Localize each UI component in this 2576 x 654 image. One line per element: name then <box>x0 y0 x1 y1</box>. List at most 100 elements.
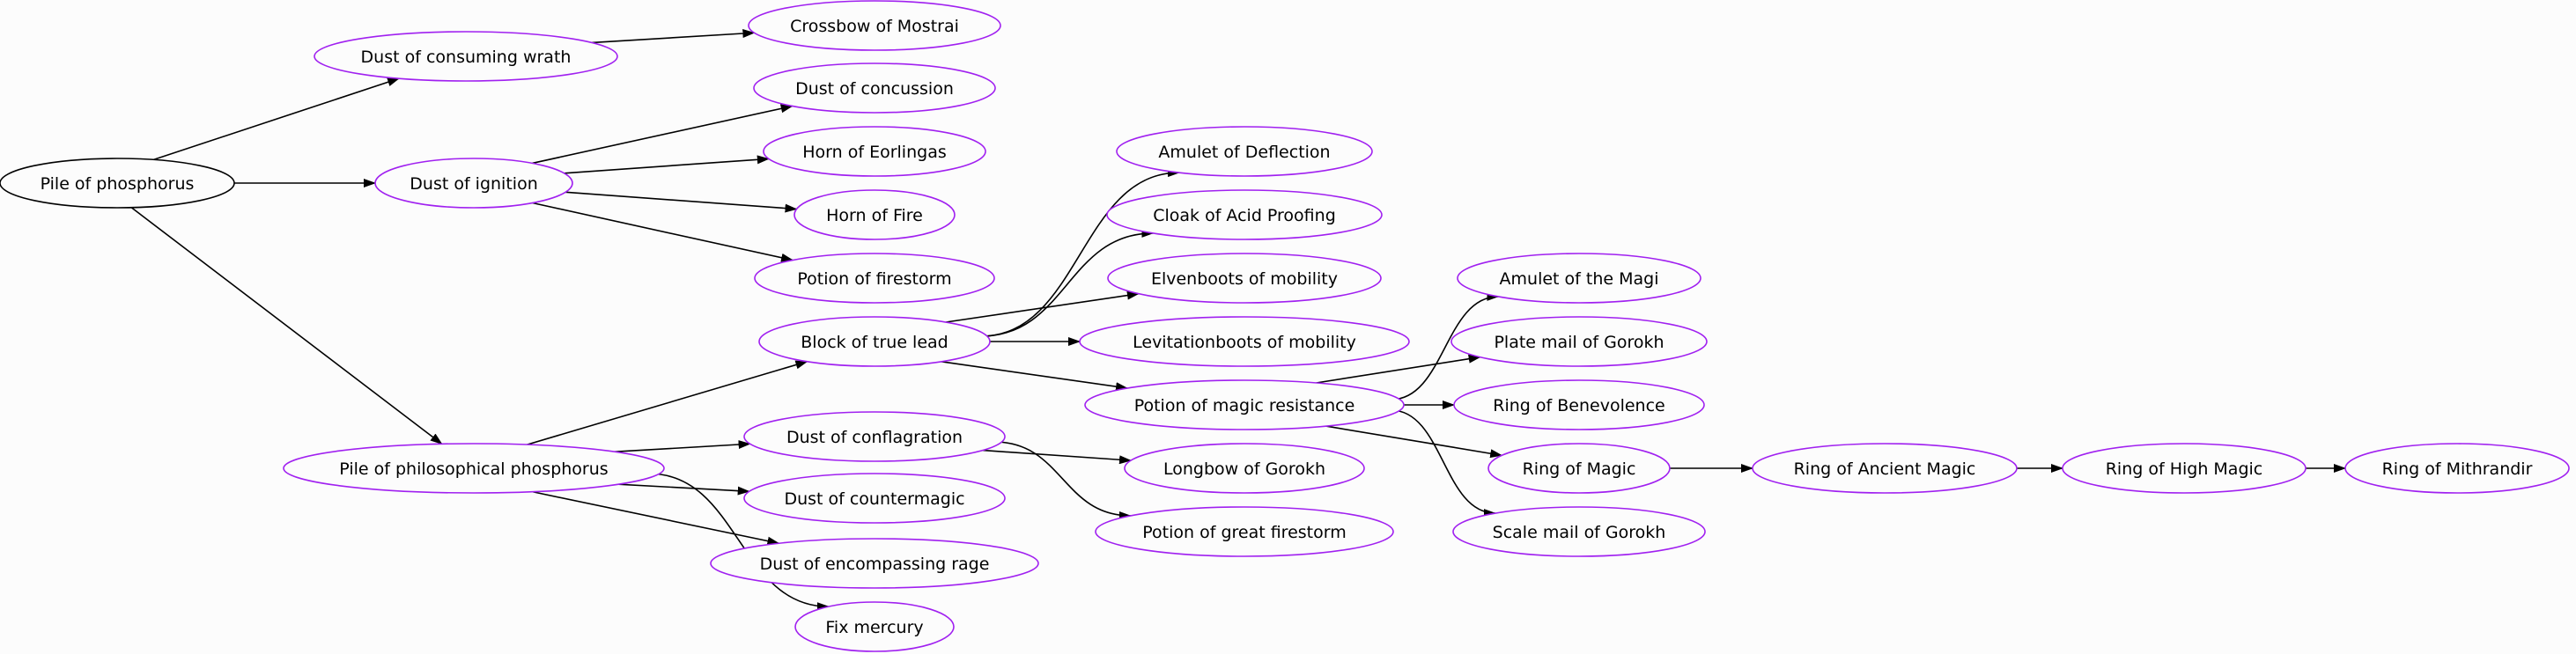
node-dust_encompassing: Dust of encompassing rage <box>710 538 1039 589</box>
edge-pile_philosophical-to-dust_countermagic <box>618 483 750 496</box>
edge-pile_phosphorus-to-dust_wrath <box>153 77 401 161</box>
node-fix_mercury: Fix mercury <box>794 601 955 652</box>
node-ellipse <box>1450 316 1708 367</box>
node-horn_fire: Horn of Fire <box>793 189 956 240</box>
edge-block_true_lead-to-cloak_acid <box>980 228 1155 337</box>
node-label: Ring of Magic <box>1523 459 1636 479</box>
node-label: Pile of philosophical phosphorus <box>339 459 608 479</box>
node-label: Potion of magic resistance <box>1134 396 1355 415</box>
node-ellipse <box>743 411 1006 462</box>
node-ellipse <box>1457 253 1701 304</box>
node-ellipse <box>763 126 986 177</box>
node-ellipse <box>1124 443 1365 494</box>
node-label: Cloak of Acid Proofing <box>1153 206 1336 225</box>
edge-potion_magic_resistance-to-amulet_magi <box>1391 291 1500 400</box>
node-ellipse <box>1487 443 1671 494</box>
edge-potion_magic_resistance-to-scale_gorokh <box>1391 409 1496 518</box>
edge-pile_philosophical-to-dust_conflagration <box>615 440 751 453</box>
node-dust_conflagration: Dust of conflagration <box>743 411 1006 462</box>
node-amulet_deflection: Amulet of Deflection <box>1116 126 1373 177</box>
node-ellipse <box>283 443 665 494</box>
node-crossbow_mostrai: Crossbow of Mostrai <box>748 0 1001 51</box>
node-ellipse <box>1116 126 1373 177</box>
node-label: Ring of Ancient Magic <box>1794 459 1976 479</box>
node-label: Amulet of Deflection <box>1158 143 1330 162</box>
node-longbow_gorokh: Longbow of Gorokh <box>1124 443 1365 494</box>
edge-block_true_lead-to-elvenboots <box>945 290 1140 323</box>
node-ellipse <box>1079 316 1410 367</box>
edge-pile_philosophical-to-dust_encompassing <box>532 490 780 546</box>
edge-pile_phosphorus-to-pile_philosophical <box>130 207 443 445</box>
edge-dust_ignition-to-dust_concussion <box>532 104 793 165</box>
node-dust_concussion: Dust of concussion <box>753 62 996 114</box>
node-potion_firestorm: Potion of firestorm <box>754 253 995 304</box>
node-label: Ring of Mithrandir <box>2382 459 2533 479</box>
node-ellipse <box>1084 379 1405 430</box>
node-ellipse <box>754 253 995 304</box>
node-label: Fix mercury <box>825 618 923 637</box>
node-label: Potion of firestorm <box>797 269 951 289</box>
node-ellipse <box>743 473 1006 524</box>
node-label: Block of true lead <box>801 333 948 352</box>
node-dust_countermagic: Dust of countermagic <box>743 473 1006 524</box>
node-label: Dust of conflagration <box>786 428 963 447</box>
node-ellipse <box>2062 443 2307 494</box>
node-ellipse <box>314 31 618 82</box>
node-ellipse <box>374 158 573 209</box>
node-label: Dust of consuming wrath <box>361 48 572 67</box>
node-ellipse <box>1107 253 1382 304</box>
node-scale_gorokh: Scale mail of Gorokh <box>1452 506 1706 557</box>
edge-dust_conflagration-to-longbow_gorokh <box>982 449 1132 465</box>
node-ellipse <box>1453 379 1705 430</box>
edge-dust_ignition-to-horn_fire <box>565 191 798 213</box>
node-cloak_acid: Cloak of Acid Proofing <box>1106 189 1383 240</box>
node-ellipse <box>0 158 235 209</box>
edge-pile_philosophical-to-fix_mercury <box>648 473 830 612</box>
node-label: Dust of encompassing rage <box>760 555 990 574</box>
node-ellipse <box>1752 443 2018 494</box>
node-label: Plate mail of Gorokh <box>1494 333 1664 352</box>
node-ellipse <box>758 316 991 367</box>
node-label: Horn of Eorlingas <box>802 143 946 162</box>
node-label: Pile of phosphorus <box>41 174 195 194</box>
node-label: Dust of countermagic <box>784 489 964 509</box>
edge-dust_ignition-to-potion_firestorm <box>532 202 794 262</box>
node-label: Horn of Fire <box>826 206 923 225</box>
node-label: Ring of Benevolence <box>1493 396 1664 415</box>
edge-dust_wrath-to-crossbow_mostrai <box>591 29 756 44</box>
edge-pile_philosophical-to-block_true_lead <box>527 360 808 445</box>
node-amulet_magi: Amulet of the Magi <box>1457 253 1701 304</box>
edge-potion_magic_resistance-to-ring_magic <box>1325 425 1503 459</box>
edge-block_true_lead-to-amulet_deflection <box>980 168 1181 337</box>
node-label: Scale mail of Gorokh <box>1493 523 1666 542</box>
node-label: Dust of concussion <box>795 79 954 99</box>
node-ring_ancient_magic: Ring of Ancient Magic <box>1752 443 2018 494</box>
node-ellipse <box>1095 506 1394 557</box>
node-ellipse <box>2344 443 2570 494</box>
node-label: Amulet of the Magi <box>1500 269 1659 289</box>
node-label: Potion of great firestorm <box>1142 523 1346 542</box>
node-potion_magic_resistance: Potion of magic resistance <box>1084 379 1405 430</box>
node-ring_mithrandir: Ring of Mithrandir <box>2344 443 2570 494</box>
node-ring_benevolence: Ring of Benevolence <box>1453 379 1705 430</box>
node-block_true_lead: Block of true lead <box>758 316 991 367</box>
edge-potion_magic_resistance-to-plate_gorokh <box>1316 354 1481 384</box>
node-horn_eorlingas: Horn of Eorlingas <box>763 126 986 177</box>
node-label: Longbow of Gorokh <box>1163 459 1325 479</box>
edge-block_true_lead-to-potion_magic_resistance <box>941 361 1129 392</box>
node-ellipse <box>794 601 955 652</box>
edge-dust_ignition-to-horn_eorlingas <box>564 155 770 174</box>
edges-layer <box>130 29 2346 612</box>
node-ring_magic: Ring of Magic <box>1487 443 1671 494</box>
node-pile_phosphorus: Pile of phosphorus <box>0 158 235 209</box>
node-ellipse <box>753 62 996 114</box>
node-ellipse <box>748 0 1001 51</box>
node-elvenboots: Elvenboots of mobility <box>1107 253 1382 304</box>
node-levitationboots: Levitationboots of mobility <box>1079 316 1410 367</box>
node-ellipse <box>1452 506 1706 557</box>
node-dust_wrath: Dust of consuming wrath <box>314 31 618 82</box>
node-ellipse <box>1106 189 1383 240</box>
node-ring_high_magic: Ring of High Magic <box>2062 443 2307 494</box>
